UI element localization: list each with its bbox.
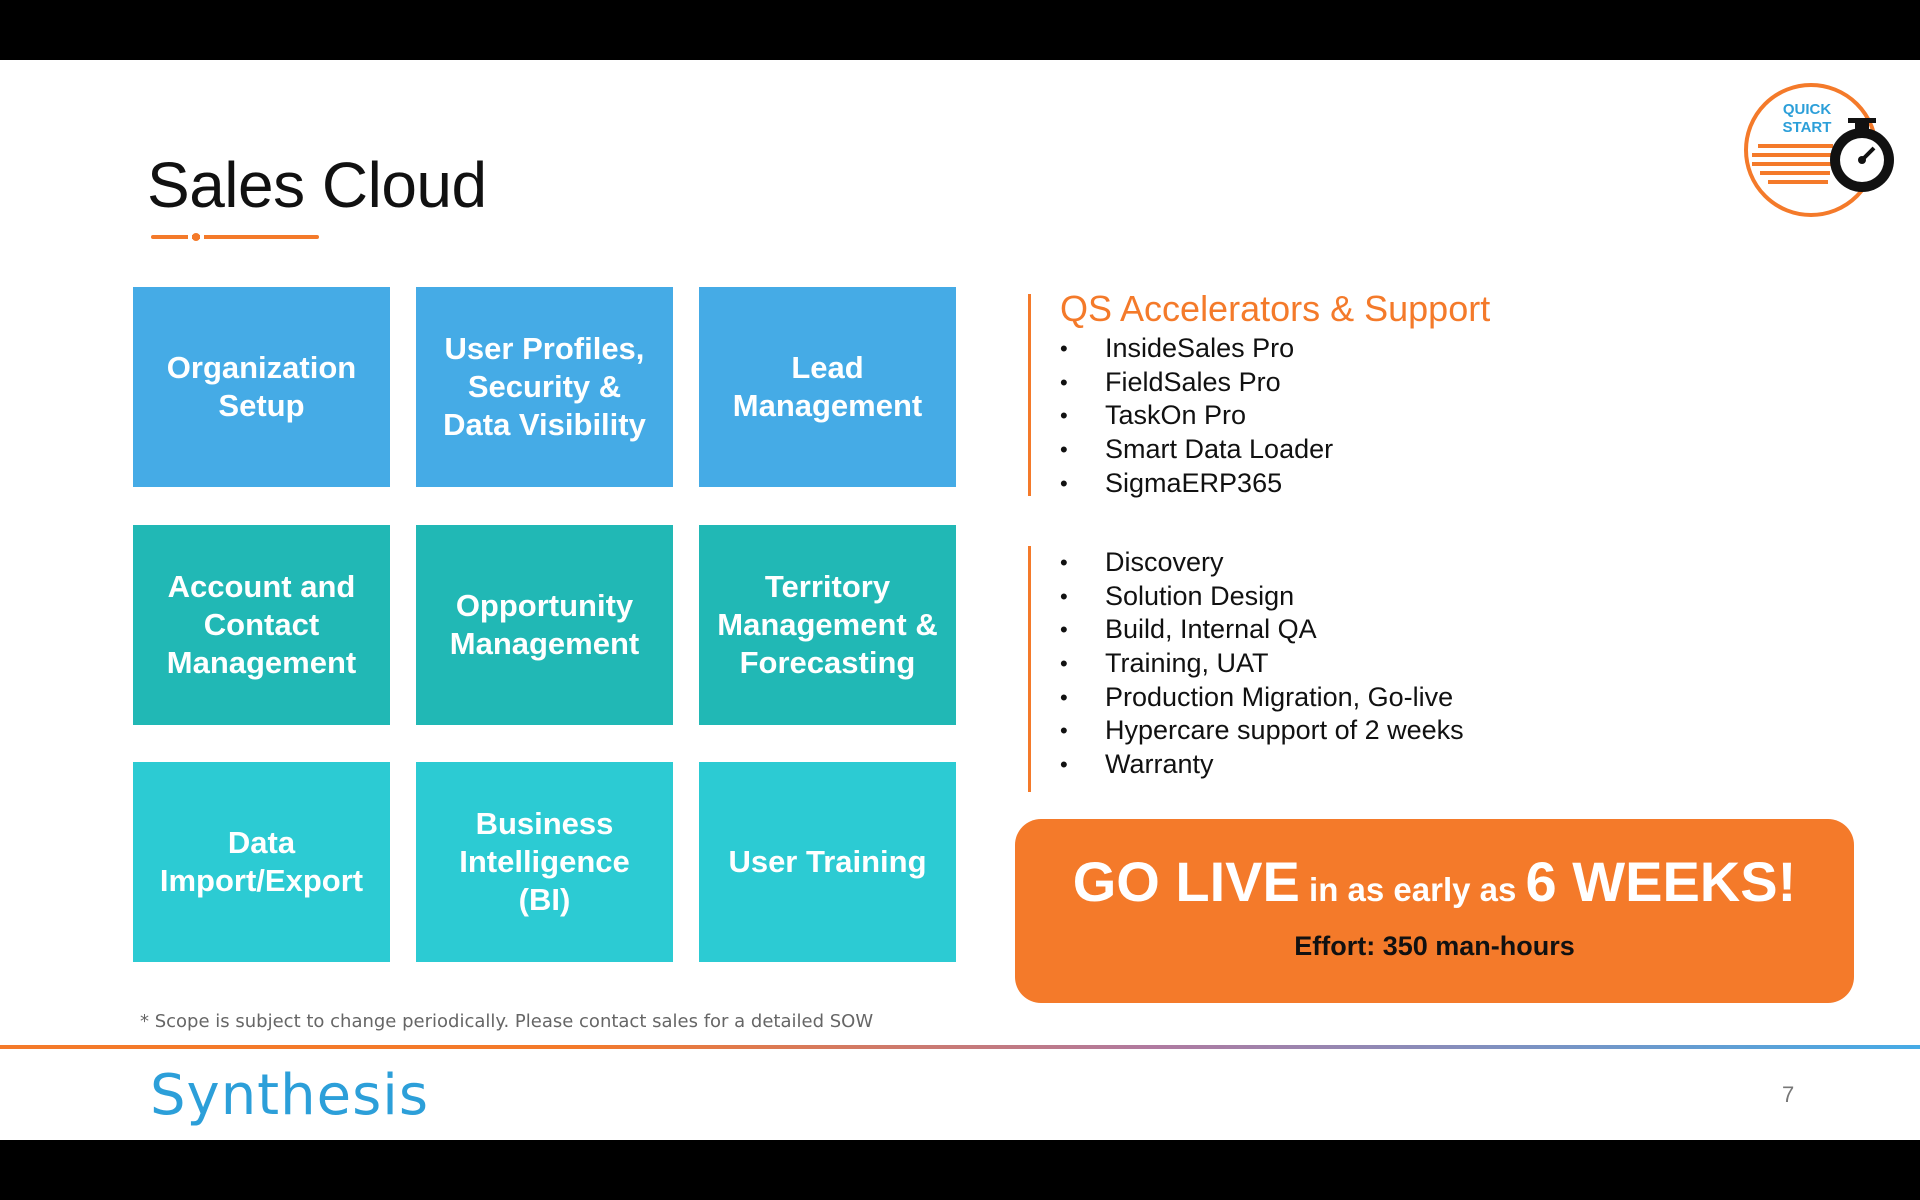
slide-title: Sales Cloud [147,149,487,221]
tile-label: Opportunity Management [449,588,640,661]
accelerators-divider [1028,294,1031,496]
brand-logo: Synthesis [150,1063,429,1128]
letterbox-bottom [0,1140,1920,1200]
tile-label: Data Import/Export [159,825,364,898]
tile-organization-setup[interactable]: Organization Setup [133,287,390,487]
list-item: Build, Internal QA [1060,613,1464,647]
slide: Sales Cloud QUICK START Organization Set… [0,60,1920,1140]
page-number: 7 [1782,1082,1795,1107]
services-divider [1028,546,1031,792]
tile-business-intelligence[interactable]: Business Intelligence (BI) [416,762,673,962]
list-item: FieldSales Pro [1060,366,1333,400]
list-item: Production Migration, Go-live [1060,681,1464,715]
list-item: SigmaERP365 [1060,467,1333,501]
tile-data-import-export[interactable]: Data Import/Export [133,762,390,962]
list-item: Training, UAT [1060,647,1464,681]
quick-start-badge: QUICK START [1738,80,1903,220]
letterbox-top [0,0,1920,60]
tile-lead-management[interactable]: Lead Management [699,287,956,487]
footer-gradient-line [0,1045,1920,1049]
title-underline [151,233,319,241]
tile-label: Business Intelligence (BI) [459,806,630,917]
tile-account-contact[interactable]: Account and Contact Management [133,525,390,725]
list-item: TaskOn Pro [1060,399,1333,433]
scope-footnote: * Scope is subject to change periodicall… [140,1011,874,1032]
tile-label: Account and Contact Management [166,569,357,680]
effort-text: Effort: 350 man-hours [1294,931,1575,961]
tile-label: User Profiles, Security & Data Visibilit… [443,331,646,442]
tile-label: Organization Setup [166,350,357,423]
go-live-callout: GO LIVE in as early as 6 WEEKS! Effort: … [1015,819,1854,1003]
accelerators-title: QS Accelerators & Support [1060,288,1491,329]
go-live-text: GO LIVE [1072,850,1300,913]
services-list: Discovery Solution Design Build, Interna… [1060,546,1464,782]
stopwatch-icon: QUICK START [1744,83,1894,217]
tile-label: Territory Management & Forecasting [717,569,938,680]
go-live-weeks: 6 WEEKS! [1525,850,1797,913]
tile-user-profiles[interactable]: User Profiles, Security & Data Visibilit… [416,287,673,487]
list-item: Solution Design [1060,580,1464,614]
tile-label: Lead Management [732,350,923,423]
list-item: Discovery [1060,546,1464,580]
list-item: Hypercare support of 2 weeks [1060,714,1464,748]
badge-line2: START [1783,119,1832,136]
tile-territory-management[interactable]: Territory Management & Forecasting [699,525,956,725]
go-live-connector: in as early as [1299,871,1526,908]
badge-line1: QUICK [1783,101,1832,118]
tile-opportunity-management[interactable]: Opportunity Management [416,525,673,725]
list-item: InsideSales Pro [1060,332,1333,366]
tile-user-training[interactable]: User Training [699,762,956,962]
tile-label: User Training [728,844,927,879]
list-item: Warranty [1060,748,1464,782]
accelerators-list: InsideSales Pro FieldSales Pro TaskOn Pr… [1060,332,1333,500]
list-item: Smart Data Loader [1060,433,1333,467]
go-live-headline: GO LIVE in as early as 6 WEEKS! [1015,849,1854,914]
